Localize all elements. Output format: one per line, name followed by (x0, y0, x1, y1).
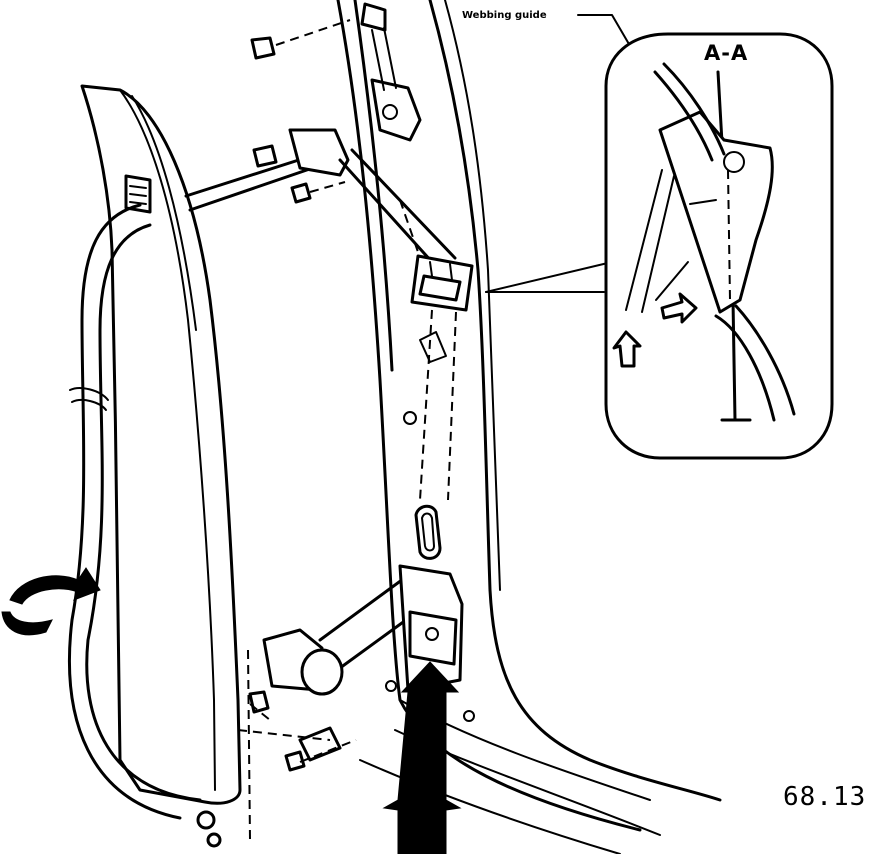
webbing-guide-label: Webbing guide (462, 10, 547, 21)
figure-number: 68.13 (783, 782, 867, 812)
push-direction-arrow (382, 661, 462, 854)
belt-webbing (1, 203, 202, 820)
pillar-trim-panel (80, 84, 242, 805)
upper-anchor-assembly (184, 2, 474, 312)
belt-retractor (196, 564, 464, 848)
hidden-belt-path (419, 309, 457, 501)
detail-inset-a-a: A-A (604, 32, 834, 460)
trim-edge-dashed (247, 649, 251, 841)
section-a-a-label: A-A (704, 41, 748, 65)
